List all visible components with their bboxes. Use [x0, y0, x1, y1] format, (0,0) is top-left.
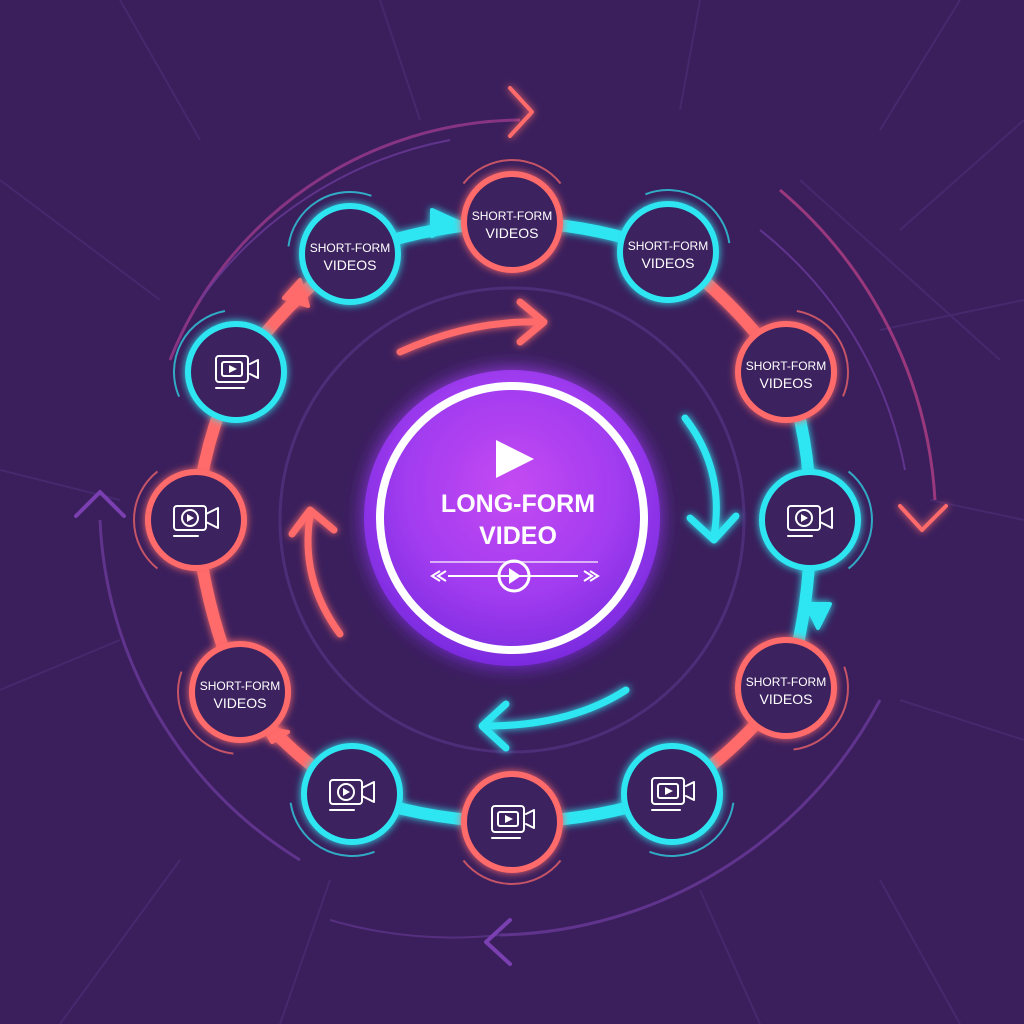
inner-arrow-left: [288, 506, 344, 638]
node-ring: [735, 637, 837, 739]
node-label-line2: VIDEOS: [324, 257, 377, 273]
short-form-videos-node: SHORT-FORM VIDEOS: [735, 309, 849, 423]
node-label-line1: SHORT-FORM: [628, 239, 708, 253]
video-frame-icon: [491, 805, 535, 839]
inner-arrow-bottom: [478, 686, 630, 752]
node-glow-arc: [462, 859, 562, 885]
outer-arrowheads: [74, 86, 948, 966]
node-ring: [145, 469, 247, 571]
video-icon-node: [461, 771, 563, 885]
video-icon-node: [289, 743, 403, 857]
short-form-videos-node: SHORT-FORM VIDEOS: [461, 159, 563, 273]
inner-arrows: [288, 298, 740, 752]
node-glow-arc: [645, 189, 731, 244]
short-form-videos-node: SHORT-FORM VIDEOS: [735, 637, 849, 751]
ring-arrowheads: [262, 208, 832, 744]
camera-video-icon: [787, 505, 833, 537]
camera-video-icon: [329, 779, 375, 811]
node-label-line2: VIDEOS: [486, 225, 539, 241]
camera-video-icon: [173, 505, 219, 537]
video-frame-icon: [651, 777, 695, 811]
video-icon-node: [759, 469, 873, 571]
node-label-line1: SHORT-FORM: [200, 679, 280, 693]
fast-forward-icon: [583, 570, 600, 582]
outer-arcs: [98, 118, 937, 939]
node-ring: [189, 641, 291, 743]
node-ring: [185, 321, 287, 423]
node-glow-arc: [793, 666, 849, 751]
node-label-line2: VIDEOS: [642, 255, 695, 271]
node-layer: SHORT-FORMVIDEOSSHORT-FORMVIDEOSSHORT-FO…: [133, 159, 873, 885]
long-form-video-hub: LONG-FORM VIDEO: [364, 370, 660, 666]
node-glow-arc: [177, 671, 234, 755]
video-frame-icon: [215, 355, 259, 389]
node-glow-arc: [287, 191, 372, 247]
node-glow-arc: [847, 470, 873, 570]
short-form-videos-node: SHORT-FORM VIDEOS: [617, 189, 731, 303]
node-glow-arc: [462, 159, 562, 185]
playback-play-button[interactable]: [497, 559, 531, 593]
node-glow-arc: [796, 309, 849, 397]
node-ring: [621, 743, 723, 845]
inner-arrow-top: [396, 298, 548, 356]
node-glow-arc: [289, 802, 375, 857]
video-icon-node: [621, 743, 735, 857]
video-icon-node: [173, 310, 287, 423]
node-label-line2: VIDEOS: [760, 691, 813, 707]
short-form-videos-node: SHORT-FORM VIDEOS: [287, 191, 401, 305]
node-ring: [735, 321, 837, 423]
node-ring: [461, 171, 563, 273]
node-label-line1: SHORT-FORM: [310, 241, 390, 255]
node-label-line1: SHORT-FORM: [746, 359, 826, 373]
node-label-line2: VIDEOS: [214, 695, 267, 711]
rewind-icon: [430, 570, 447, 582]
center-title-line2: VIDEO: [479, 522, 557, 550]
node-glow-arc: [173, 310, 226, 397]
node-glow-arc: [133, 470, 159, 570]
play-icon: [496, 440, 534, 478]
node-ring: [299, 203, 401, 305]
node-label-line1: SHORT-FORM: [472, 209, 552, 223]
center-title-line1: LONG-FORM: [441, 490, 595, 518]
node-ring: [301, 743, 403, 845]
node-ring: [759, 469, 861, 571]
node-ring: [617, 201, 719, 303]
playback-bar: [430, 559, 600, 593]
node-label-line1: SHORT-FORM: [746, 675, 826, 689]
node-glow-arc: [649, 802, 735, 857]
node-label-line2: VIDEOS: [760, 375, 813, 391]
inner-arrow-right: [681, 414, 740, 544]
node-ring: [461, 771, 563, 873]
video-icon-node: [133, 469, 247, 571]
short-form-videos-node: SHORT-FORM VIDEOS: [177, 641, 291, 755]
